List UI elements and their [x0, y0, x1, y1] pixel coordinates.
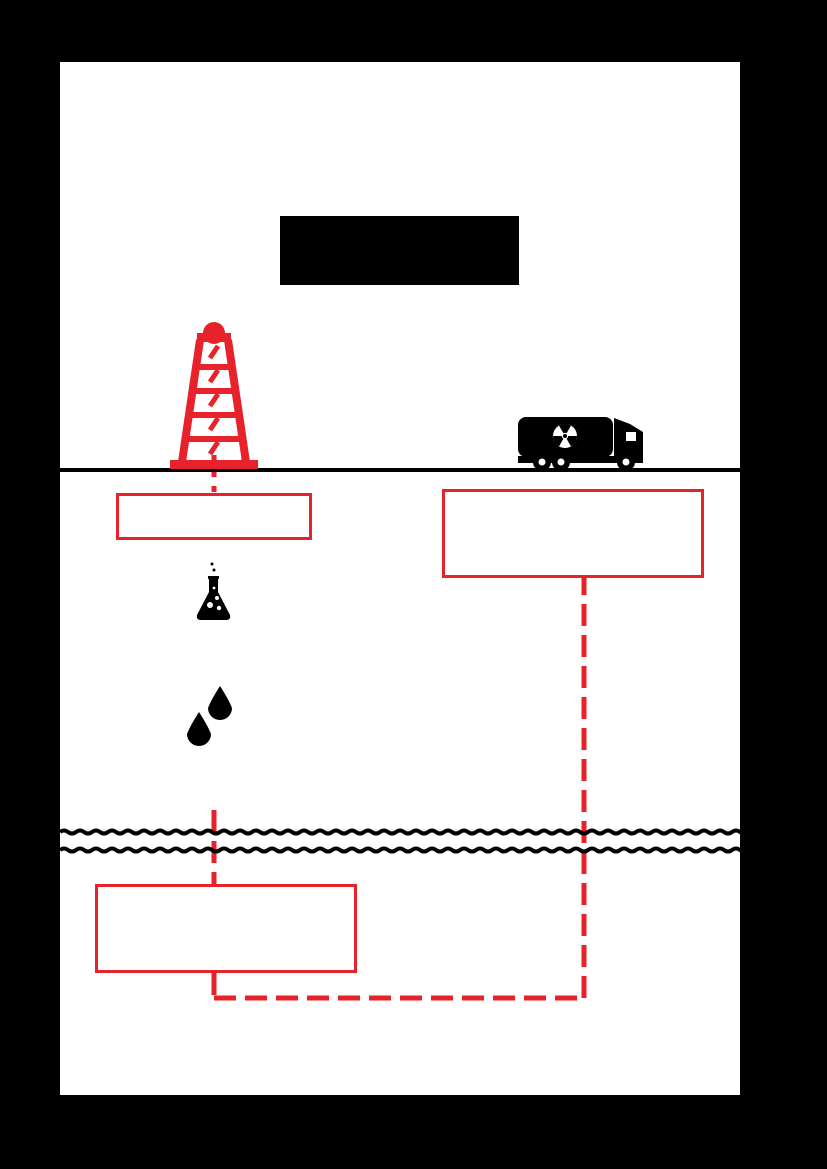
oil-drops-icon — [187, 686, 232, 746]
wavy-aquifer-lines — [58, 828, 750, 854]
radiation-symbol-icon — [553, 423, 577, 448]
chemical-flask-icon — [196, 562, 231, 620]
aquifer-wave-top — [58, 828, 750, 836]
aquifer-label-box — [95, 884, 357, 973]
title-bar — [280, 216, 519, 285]
radioactive-tanker-truck-icon — [518, 417, 643, 471]
waste-label-box — [442, 489, 704, 578]
well-label-box — [116, 493, 312, 540]
aquifer-wave-bottom — [58, 846, 750, 854]
drilling-rig-icon — [170, 322, 258, 469]
